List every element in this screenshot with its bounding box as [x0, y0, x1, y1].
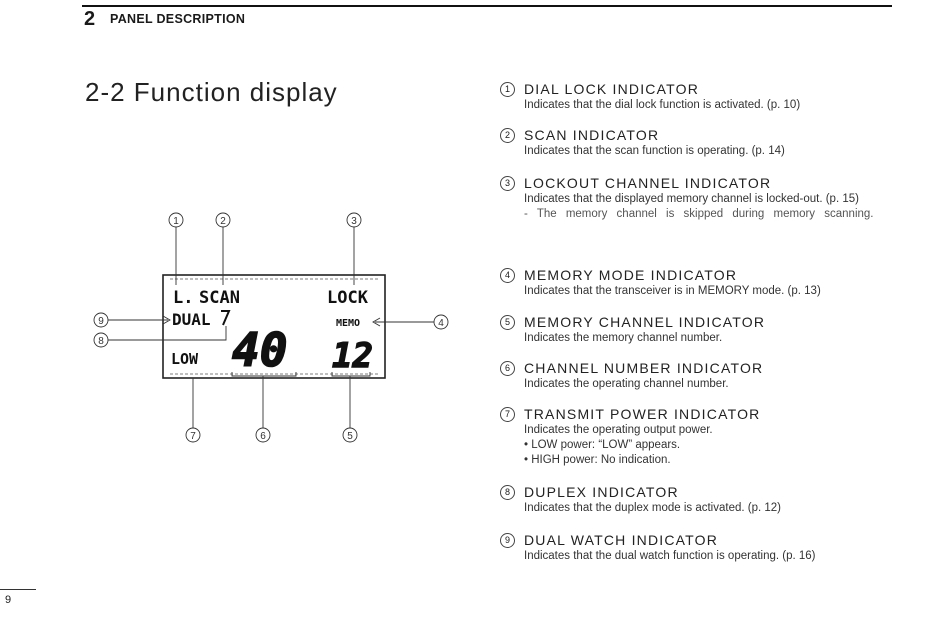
indicator-description: Indicates the operating output power. — [524, 424, 713, 436]
indicator-entry: 3 LOCKOUT CHANNEL INDICATOR Indicates tha… — [500, 174, 900, 222]
indicator-entry: 5 MEMORY CHANNEL INDICATOR Indicates the … — [500, 313, 900, 346]
callout-5-label: 5 — [347, 431, 353, 442]
lcd-lockout: LOCK — [327, 288, 369, 308]
lcd-duplex-arrow — [221, 310, 231, 326]
callout-3-label: 3 — [351, 216, 357, 227]
indicator-number-badge: 8 — [500, 484, 515, 500]
callout-7-label: 7 — [190, 431, 196, 442]
indicator-number-badge: 1 — [500, 81, 515, 97]
indicator-entry: 6 CHANNEL NUMBER INDICATOR Indicates the … — [500, 359, 900, 392]
callout-9-label: 9 — [98, 316, 104, 327]
indicator-description: Indicates the memory channel number. — [524, 332, 723, 344]
indicator-entry: 1 DIAL LOCK INDICATOR Indicates that the … — [500, 80, 900, 113]
callout-5-bracket — [331, 372, 371, 377]
callout-8-label: 8 — [98, 336, 104, 347]
header-rule — [82, 5, 892, 7]
callout-5-circle — [342, 427, 358, 443]
callout-6-bracket — [231, 372, 297, 377]
indicator-title: MEMORY CHANNEL INDICATOR — [524, 314, 766, 330]
indicator-title: DIAL LOCK INDICATOR — [524, 81, 700, 97]
callout-4-arrow — [372, 317, 381, 327]
indicator-number-badge: 4 — [500, 267, 515, 283]
callout-1-label: 1 — [173, 216, 179, 227]
lcd-frame — [162, 274, 386, 379]
indicator-description: Indicates that the displayed memory chan… — [524, 193, 859, 205]
indicator-title: TRANSMIT POWER INDICATOR — [524, 406, 761, 422]
indicator-description: Indicates the operating channel number. — [524, 378, 729, 390]
indicator-bullet: • LOW power: “LOW” appears. — [524, 439, 681, 451]
indicator-number-badge: 5 — [500, 314, 515, 330]
callout-4-label: 4 — [438, 318, 444, 329]
indicator-description: Indicates that the dual watch function i… — [524, 550, 816, 562]
indicator-title: CHANNEL NUMBER INDICATOR — [524, 360, 764, 376]
lcd-channel-number: 40 — [232, 323, 287, 377]
subsection-title: 2-2 Function display — [85, 77, 338, 107]
lcd-scan: SCAN — [199, 288, 240, 308]
function-display-diagram: L. SCAN LOCK DUAL MEMO LOW 40 12 1 2 3 9… — [93, 212, 449, 443]
indicator-entry: 7 TRANSMIT POWER INDICATOR Indicates the … — [500, 405, 900, 468]
lcd-low: LOW — [171, 350, 199, 368]
indicator-description: Indicates that the scan function is oper… — [524, 145, 785, 157]
indicator-title: DUAL WATCH INDICATOR — [524, 532, 719, 548]
indicator-description: Indicates that the dial lock function is… — [524, 99, 801, 111]
indicator-title: DUPLEX INDICATOR — [524, 484, 679, 500]
callout-2-label: 2 — [220, 216, 226, 227]
indicator-number-badge: 3 — [500, 175, 515, 191]
indicator-bullet: • HIGH power: No indication. — [524, 454, 671, 466]
indicator-number-badge: 6 — [500, 360, 515, 376]
indicator-title: MEMORY MODE INDICATOR — [524, 267, 738, 283]
indicator-number-badge: 9 — [500, 532, 515, 548]
indicator-title: LOCKOUT CHANNEL INDICATOR — [524, 175, 772, 191]
indicator-title: SCAN INDICATOR — [524, 127, 660, 143]
indicator-entry: 8 DUPLEX INDICATOR Indicates that the dup… — [500, 483, 900, 516]
callout-8-leader — [108, 326, 227, 341]
callout-9-arrow — [162, 315, 171, 325]
indicator-description: Indicates that the duplex mode is activa… — [524, 502, 781, 514]
section-number: 2 — [84, 8, 96, 30]
indicator-number-badge: 7 — [500, 406, 515, 422]
page-number-rule — [0, 589, 36, 590]
section-title: PANEL DESCRIPTION — [110, 12, 246, 26]
indicator-entry: 4 MEMORY MODE INDICATOR Indicates that th… — [500, 266, 900, 299]
callout-7-circle — [185, 427, 201, 443]
indicator-entry: 2 SCAN INDICATOR Indicates that the scan … — [500, 126, 900, 159]
lcd-memo: MEMO — [336, 318, 360, 329]
indicator-description: Indicates that the transceiver is in MEM… — [524, 285, 821, 297]
callout-6-circle — [255, 427, 271, 443]
lcd-dial-lock: L. — [173, 288, 193, 308]
indicator-number-badge: 2 — [500, 127, 515, 143]
callout-6-label: 6 — [260, 431, 266, 442]
indicator-note: - The memory channel is skipped during m… — [524, 208, 874, 220]
page-number: 9 — [5, 594, 12, 606]
lcd-memory-channel: 12 — [332, 336, 373, 376]
indicator-entry: 9 DUAL WATCH INDICATOR Indicates that the… — [500, 531, 900, 564]
lcd-dual: DUAL — [172, 310, 211, 329]
